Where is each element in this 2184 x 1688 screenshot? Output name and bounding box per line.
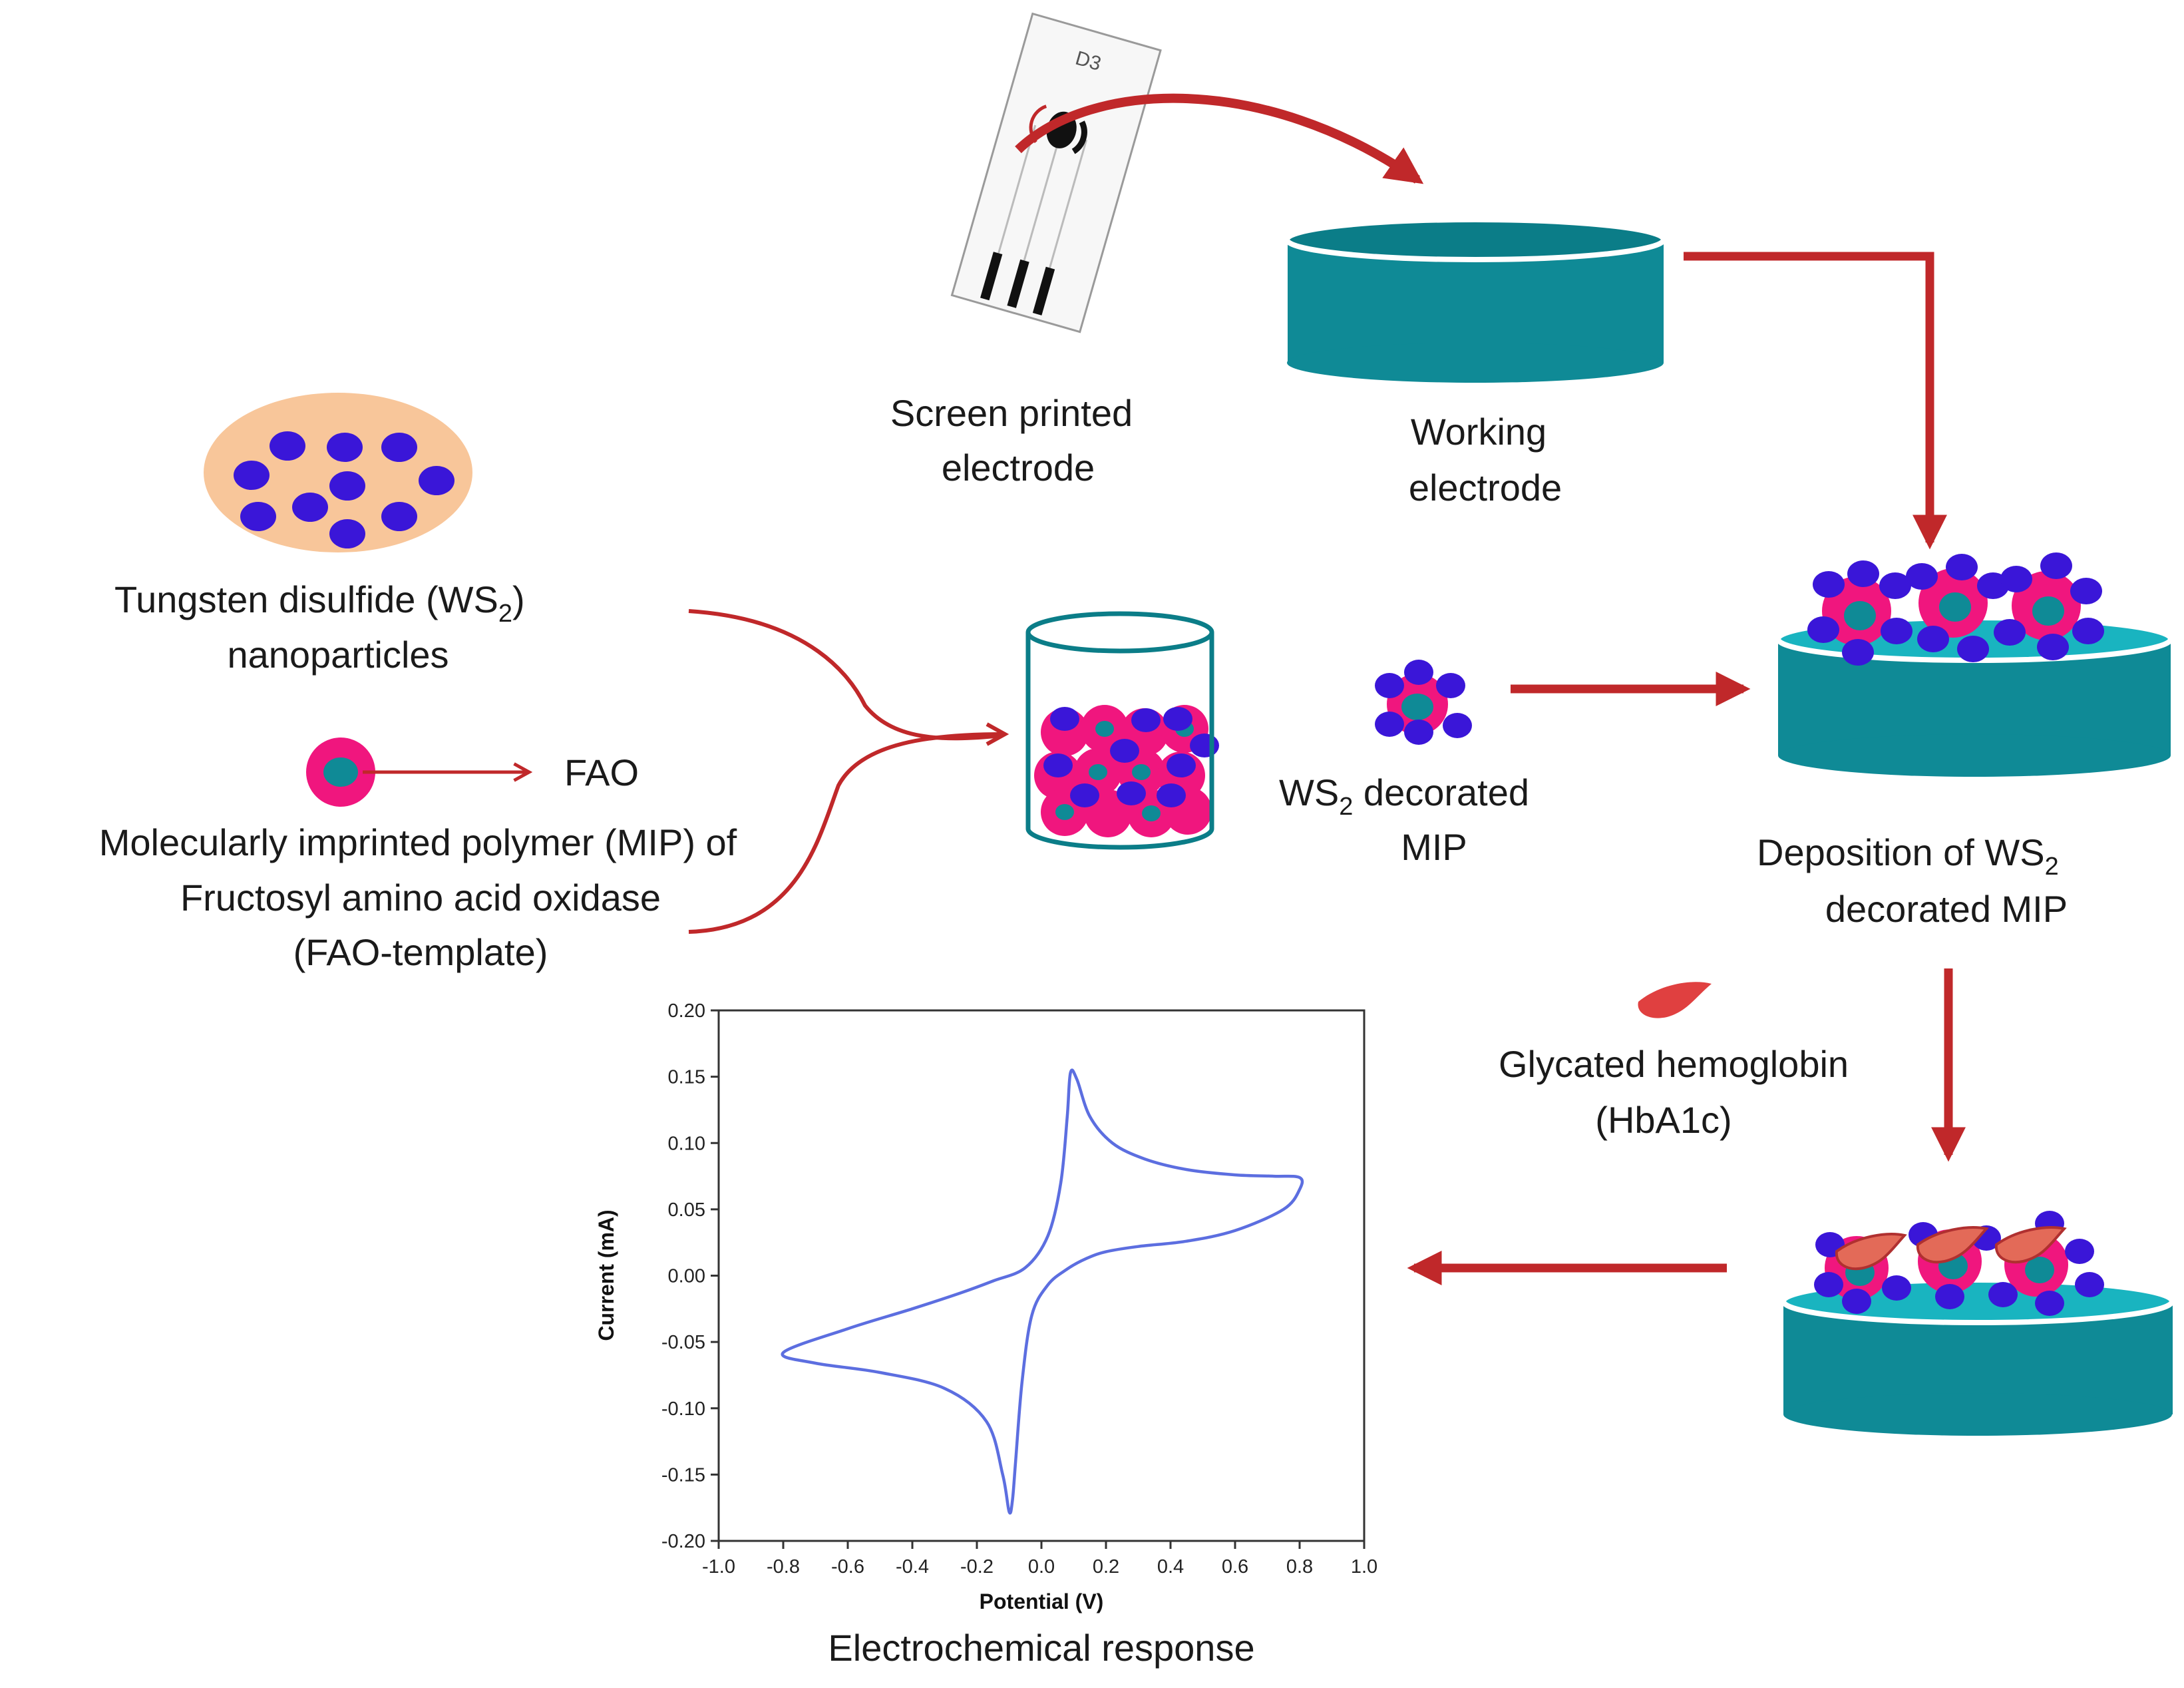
label-mip-2: Fructosyl amino acid oxidase	[180, 877, 661, 919]
x-tick-label: 0.2	[1093, 1556, 1119, 1578]
x-tick-label: 0.6	[1222, 1556, 1248, 1578]
label-working-2: electrode	[1409, 467, 1562, 509]
x-tick-label: 1.0	[1351, 1556, 1377, 1578]
deposition-electrode	[1775, 552, 2173, 777]
curve-mip-to-beaker	[688, 734, 1005, 934]
chart-plot-frame	[717, 1009, 1365, 1542]
label-tungsten-1: Tungsten disulfide (WS2)	[114, 578, 525, 628]
label-ws2-decorated-1: WS2 decorated	[1279, 771, 1529, 821]
y-tick-label: 0.10	[668, 1133, 705, 1154]
curve-ws2-to-beaker	[688, 609, 1002, 741]
x-tick-label: -1.0	[702, 1556, 735, 1578]
label-deposition-1: Deposition of WS2	[1757, 831, 2059, 881]
ws2-decorated-mip-cluster	[1375, 660, 1472, 745]
x-tick-label: 0.8	[1286, 1556, 1313, 1578]
x-tick-label: 0.0	[1028, 1556, 1055, 1578]
label-tungsten-2: nanoparticles	[227, 634, 449, 676]
hba1c-droplet-icon	[1638, 982, 1712, 1018]
label-screen-printed-2: electrode	[942, 447, 1095, 489]
deposition-particles	[1807, 552, 2104, 666]
hba1c-bound-electrode	[1781, 1211, 2175, 1436]
x-tick-label: -0.8	[767, 1556, 800, 1578]
mip-particle-icon	[306, 738, 375, 807]
label-working-1: Working	[1411, 411, 1547, 453]
y-tick-label: -0.05	[661, 1332, 705, 1353]
screen-printed-electrode-strip: D3	[950, 12, 1162, 333]
arrow-strip-to-working-electrode	[1015, 93, 1424, 184]
y-axis-ticks: 0.20 0.15 0.10 0.05 0.00 -0.05 -0.10 -0.15 -0.20	[661, 1000, 719, 1552]
y-tick-label: -0.10	[661, 1398, 705, 1420]
x-tick-label: 0.4	[1157, 1556, 1184, 1578]
y-tick-label: 0.00	[668, 1266, 705, 1287]
cv-chart: -1.0 -0.8 -0.6 -0.4 -0.2 0.0 0.2 0.4 0.6 0.8 1.0 0…	[594, 1000, 1377, 1613]
label-fao: FAO	[564, 751, 639, 793]
beaker-with-particles	[1025, 611, 1219, 850]
y-tick-label: -0.15	[661, 1464, 705, 1486]
label-mip-1: Molecularly imprinted polymer (MIP) of	[99, 821, 737, 863]
x-axis-title: Potential (V)	[980, 1589, 1104, 1613]
bound-particles	[1814, 1211, 2104, 1316]
x-axis-ticks: -1.0 -0.8 -0.6 -0.4 -0.2 0.0 0.2 0.4 0.6 0.8 1.0	[702, 1541, 1377, 1578]
label-mip-3: (FAO-template)	[293, 931, 548, 973]
label-glycated-1: Glycated hemoglobin	[1499, 1043, 1849, 1085]
label-ws2-decorated-2: MIP	[1401, 826, 1467, 868]
label-electrochemical-response: Electrochemical response	[828, 1627, 1254, 1669]
y-tick-label: 0.05	[668, 1199, 705, 1221]
arrow-working-to-deposition	[1684, 252, 1947, 550]
cv-curve-series	[781, 1068, 1304, 1515]
y-axis-title: Current (mA)	[594, 1209, 618, 1341]
x-tick-label: -0.2	[960, 1556, 994, 1578]
x-tick-label: -0.4	[896, 1556, 929, 1578]
label-deposition-2: decorated MIP	[1825, 888, 2068, 930]
x-tick-label: -0.6	[831, 1556, 864, 1578]
working-electrode-cylinder	[1284, 217, 1666, 383]
y-tick-label: 0.20	[668, 1000, 705, 1022]
ws2-nanoparticles-blob	[204, 393, 472, 552]
label-screen-printed-1: Screen printed	[890, 392, 1133, 434]
label-glycated-2: (HbA1c)	[1595, 1099, 1731, 1141]
y-tick-label: 0.15	[668, 1067, 705, 1088]
y-tick-label: -0.20	[661, 1531, 705, 1552]
